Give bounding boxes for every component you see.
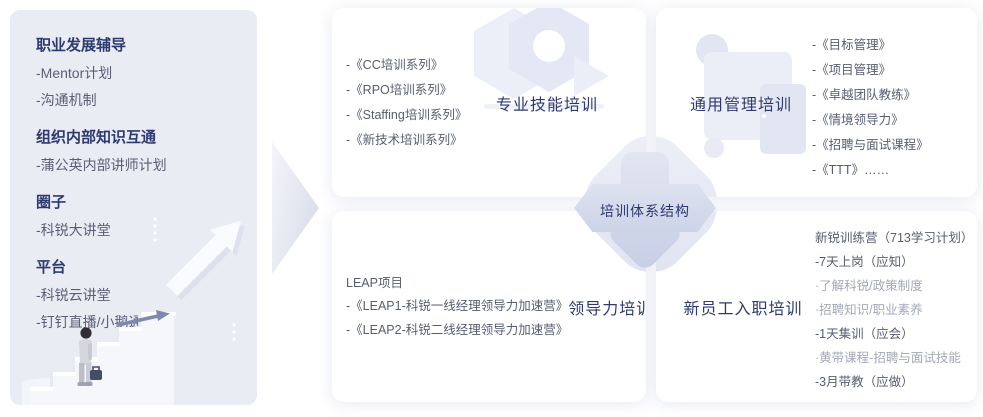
chevron-right-arrow bbox=[272, 142, 319, 274]
course-list: 新锐训练营（713学习计划） -7天上岗（应知） ·了解科锐/政策制度 ·招聘知… bbox=[815, 232, 973, 389]
career-development-panel: 职业发展辅导 -Mentor计划 -沟通机制 组织内部知识互通 -蒲公英内部讲师… bbox=[10, 10, 257, 405]
course-item: -《CC培训系列》 bbox=[346, 57, 444, 72]
panel-item: -钉钉直播/小鹅通直播 bbox=[36, 314, 171, 330]
badge-label: 培训体系结构 bbox=[600, 203, 690, 219]
staircase-shape bbox=[30, 312, 176, 405]
course-item: -《项目管理》 bbox=[812, 62, 892, 77]
dots-decoration bbox=[153, 217, 236, 341]
course-subitem: ·黄带课程-招聘与面试技能 bbox=[815, 351, 961, 365]
panel-section-title: 职业发展辅导 bbox=[36, 37, 127, 54]
course-item: -《情境领导力》 bbox=[812, 112, 904, 127]
course-item: -《RPO培训系列》 bbox=[346, 82, 453, 97]
quadrant-title: 新员工入职培训 bbox=[683, 300, 803, 318]
course-item: -《TTT》…… bbox=[812, 162, 890, 177]
course-item: -《LEAP2-科锐二线经理领导力加速营》 bbox=[346, 322, 569, 337]
course-item: 新锐训练营（713学习计划） bbox=[815, 231, 974, 245]
course-item: -《Staffing培训系列》 bbox=[346, 107, 468, 122]
course-item: -《招聘与面试课程》 bbox=[812, 137, 929, 152]
panel-section-title: 组织内部知识互通 bbox=[36, 129, 157, 146]
panel-section-title: 圈子 bbox=[36, 194, 67, 211]
course-item: -《新技术培训系列》 bbox=[346, 132, 463, 147]
quadrant-title: 领导力培训 bbox=[568, 300, 646, 318]
panel-item: -科锐云讲堂 bbox=[36, 287, 111, 303]
up-arrow-icon bbox=[165, 221, 245, 301]
quadrant-title: 通用管理培训 bbox=[689, 96, 792, 114]
course-item: -《目标管理》 bbox=[812, 37, 892, 52]
quadrant-onboarding: 新员工入职培训 新锐训练营（713学习计划） -7天上岗（应知） ·了解科锐/政… bbox=[656, 211, 977, 402]
direction-arrow-icon bbox=[117, 310, 170, 327]
badge-mid-band bbox=[574, 184, 716, 232]
stairs-illustration bbox=[22, 217, 245, 405]
panel-item: -科锐大讲堂 bbox=[36, 222, 111, 238]
quadrant-general-management: 通用管理培训 -《目标管理》 -《项目管理》 -《卓越团队教练》 -《情境领导力… bbox=[656, 8, 977, 197]
course-item: -1天集训（应会） bbox=[815, 327, 914, 341]
panel-item: -Mentor计划 bbox=[36, 65, 113, 81]
center-badge: 培训体系结构 bbox=[565, 148, 725, 273]
course-item: -7天上岗（应知） bbox=[815, 255, 914, 269]
course-item: LEAP项目 bbox=[346, 275, 403, 290]
course-item: -《卓越团队教练》 bbox=[812, 87, 917, 102]
panel-item: -沟通机制 bbox=[36, 92, 97, 108]
panel-section-title: 平台 bbox=[36, 259, 67, 276]
course-list: -《CC培训系列》 -《RPO培训系列》 -《Staffing培训系列》 -《新… bbox=[346, 57, 468, 147]
course-subitem: ·了解科锐/政策制度 bbox=[815, 279, 923, 293]
course-subitem: ·招聘知识/职业素养 bbox=[815, 303, 923, 317]
course-item: -3月带教（应做） bbox=[815, 375, 914, 389]
course-list: -《目标管理》 -《项目管理》 -《卓越团队教练》 -《情境领导力》 -《招聘与… bbox=[812, 37, 929, 177]
course-item: -《LEAP1-科锐一线经理领导力加速营》 bbox=[346, 299, 569, 313]
quadrant-leadership: LEAP项目 -《LEAP1-科锐一线经理领导力加速营》 -《LEAP2-科锐二… bbox=[332, 211, 646, 402]
course-list: LEAP项目 -《LEAP1-科锐一线经理领导力加速营》 -《LEAP2-科锐二… bbox=[346, 275, 569, 337]
quadrant-title: 专业技能培训 bbox=[495, 96, 598, 114]
person-figure bbox=[77, 327, 102, 386]
panel-item: -蒲公英内部讲师计划 bbox=[36, 157, 167, 173]
